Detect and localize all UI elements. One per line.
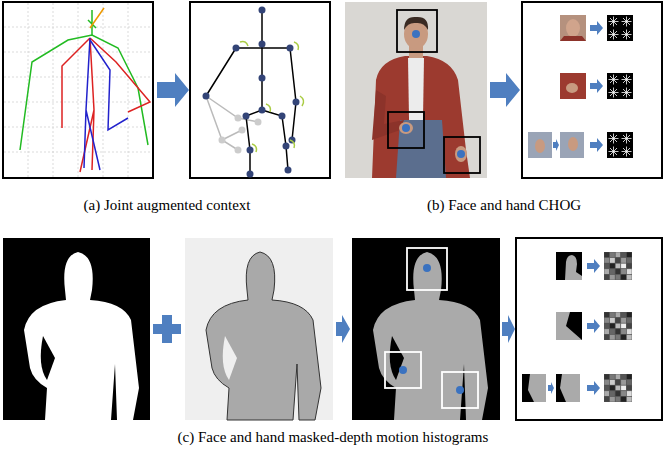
person-photo xyxy=(345,2,487,178)
depth-image xyxy=(185,238,333,420)
block-arrow xyxy=(490,73,520,107)
subfigure-caption: (c) Face and hand masked-depth motion hi… xyxy=(178,428,489,446)
joint-skeleton xyxy=(190,2,330,178)
silhouette-mask xyxy=(3,238,150,420)
subfigure-caption: (b) Face and hand CHOG xyxy=(427,196,581,214)
subfigure-caption: (a) Joint augmented context xyxy=(83,196,250,214)
block-arrow xyxy=(502,315,515,343)
skeleton-plot xyxy=(3,2,153,178)
masked-depth xyxy=(352,238,500,420)
block-arrow xyxy=(157,73,189,107)
block-arrow xyxy=(336,315,350,343)
plus-sign xyxy=(153,315,181,343)
chog-descriptors xyxy=(522,2,662,178)
motion-histograms xyxy=(516,238,662,420)
